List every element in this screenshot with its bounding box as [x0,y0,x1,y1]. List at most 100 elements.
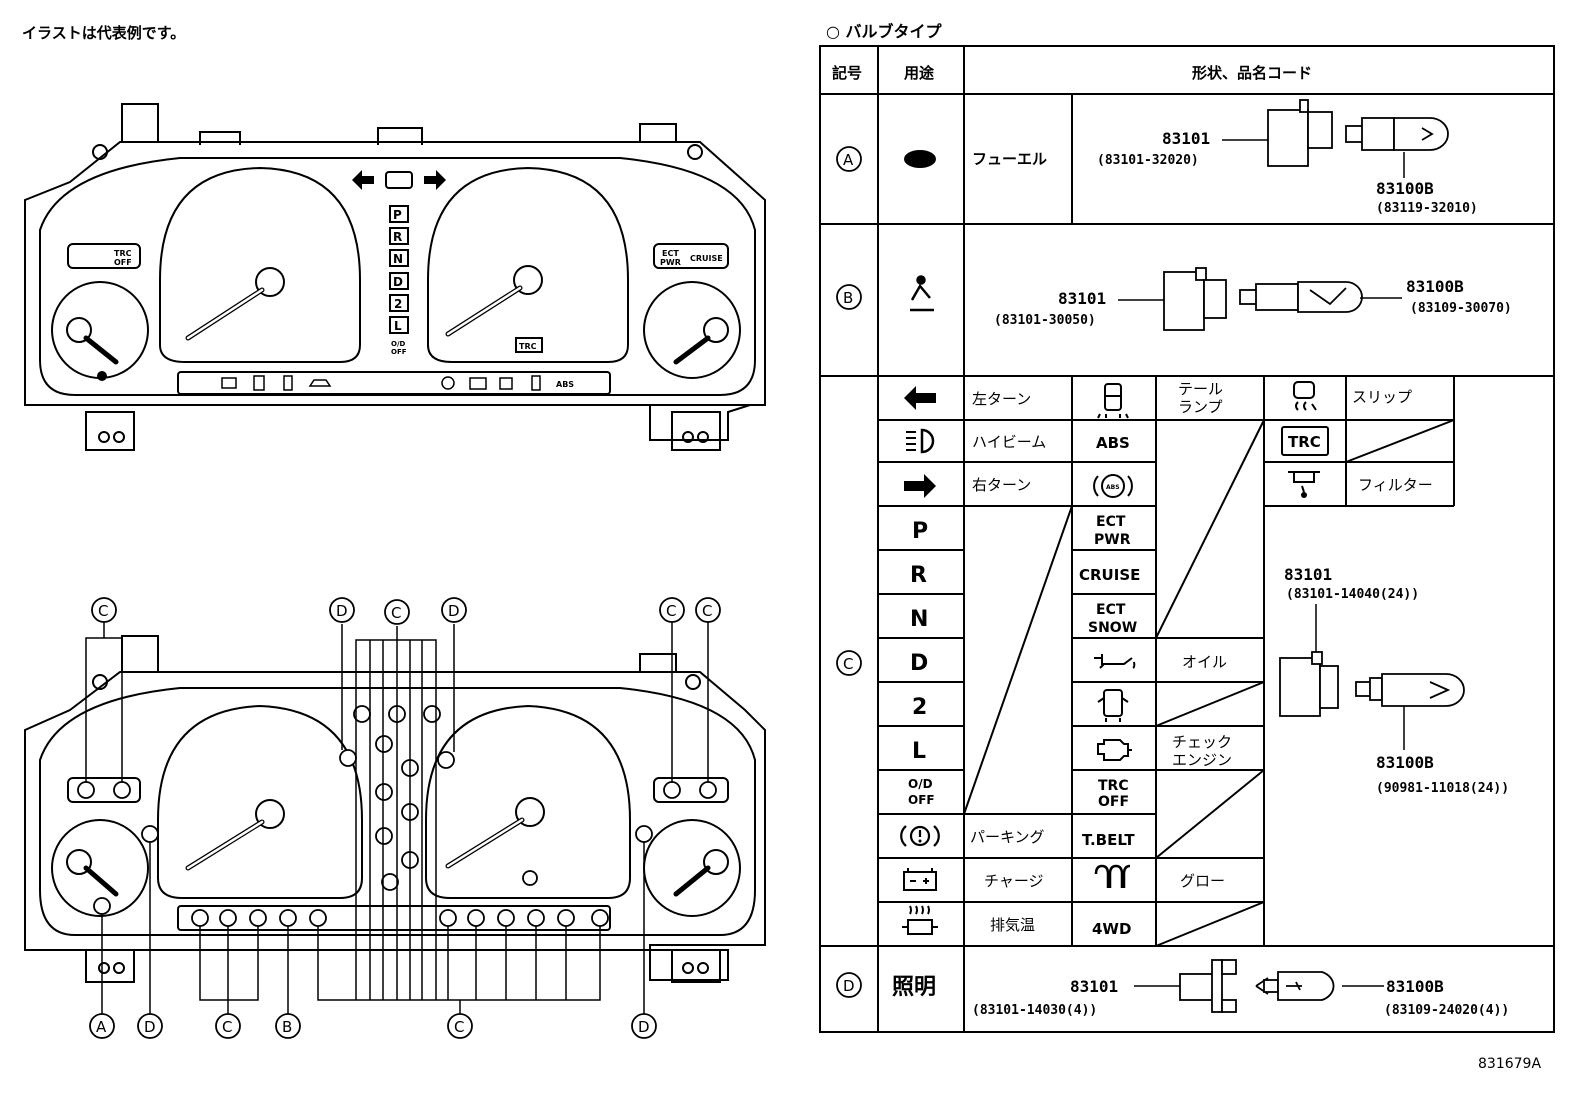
lower-panel-housing [24,671,766,981]
left-turn-icon [904,386,936,410]
bulb-type-title: ○ バルブタイプ [826,22,942,41]
row-d-symbol: D [843,977,855,995]
header-usage: 用途 [904,64,935,82]
callout-a: A [96,1018,107,1036]
callout-c-4: C [702,602,712,620]
row-b-bulb: 83100B [1406,277,1464,296]
callout-c-1: C [98,602,108,620]
top-right-tab [639,123,677,142]
row-c-bulb-code: (90981-11018(24)) [1376,781,1509,796]
upper-instrument-panel: TRC OFF ECT PWR CRUISE P R N D 2 L O/D O… [24,103,766,451]
gear-off: OFF [908,793,935,807]
row-d-socket-code: (83101-14030(4)) [972,1003,1097,1018]
parking-brake-icon [900,825,940,847]
upper-off-text: OFF [391,348,407,356]
glow-plug-icon [1094,864,1131,888]
bottom-left-tab [85,411,135,451]
label-4wd: 4WD [1092,920,1131,938]
upper-trc-off-text-1: TRC [114,249,132,258]
row-c-socket-code: (83101-14040(24)) [1286,587,1419,602]
upper-gear-l: L [394,319,402,333]
gear-2: 2 [912,695,927,720]
check-engine-icon-table [1097,739,1132,761]
label-trc-off: OFF [1098,794,1129,810]
row-b-symbol: B [843,289,853,307]
callout-c-2: C [391,604,401,622]
label-snow: SNOW [1088,620,1137,636]
gear-n: N [910,607,928,632]
callout-d-2: D [448,602,460,620]
row-c-socket: 83101 [1284,565,1332,584]
label-cruise: CRUISE [1079,566,1140,584]
speedometer-hub [255,267,285,297]
bottom-right-tab [671,411,721,451]
seatbelt-icon [283,375,293,391]
upper-trc-text: TRC [519,342,537,351]
label-trc: TRC [1098,778,1129,794]
row-b-socket-shape [1163,267,1227,331]
label-ect-1: ECT [1096,514,1126,530]
trc-off-box [67,243,141,269]
upper-gear-p: P [393,208,402,222]
row-c-socket-shape [1279,651,1339,717]
upper-gear-n: N [393,252,403,266]
right-turn-arrow-icon [424,170,446,190]
abs-warning-icon [1093,474,1133,498]
row-b-bulb-code: (83109-30070) [1410,301,1512,316]
tachometer-hub [513,265,543,295]
label-tbelt: T.BELT [1082,831,1135,849]
callout-c-6: C [454,1018,464,1036]
panel-housing [24,141,766,441]
label-lamp: ランプ [1178,398,1223,416]
row-d-bulb: 83100B [1386,977,1444,996]
check-engine-icon [221,377,237,389]
left-turn-arrow-icon [352,170,374,190]
label-check: チェック [1172,733,1232,751]
row-b-bulb-shape [1239,281,1363,313]
gear-od: O/D [908,777,933,791]
brake-icon [441,376,455,390]
row-a-symbol: A [843,151,854,169]
warning-light-strip [177,371,611,395]
upper-gear-d: D [393,275,403,289]
oil-icon [308,379,332,387]
gear-r: R [910,563,927,588]
label-trc-col4: TRC [1288,433,1321,451]
ect-cruise-box [653,243,729,269]
door-icon [253,375,265,391]
row-a-bulb: 83100B [1376,179,1434,198]
upper-cruise-text: CRUISE [690,254,723,263]
row-a-socket: 83101 [1162,129,1210,148]
gear-l: L [912,739,926,764]
label-parking: パーキング [970,828,1045,846]
row-d-socket: 83101 [1070,977,1118,996]
lower-instrument-panel: C D C D C C A D C B C D [24,597,766,1039]
upper-ect-text: ECT [662,249,679,258]
row-a-usage: フューエル [972,150,1047,168]
exhaust-temp-icon [902,905,938,935]
upper-od-text: O/D [391,340,406,348]
row-b-socket: 83101 [1058,289,1106,308]
tachometer [427,166,629,363]
label-ect-2: ECT [1096,602,1126,618]
temp-gauge [643,281,741,379]
callout-d-4: D [638,1018,650,1036]
row-c-bulb-shape [1355,673,1465,707]
row-d-usage: 照明 [892,975,936,1000]
label-high-beam: ハイビーム [972,433,1046,451]
slip-indicator-icon [1293,381,1317,411]
gear-p: P [912,519,928,544]
bulb-type-title-text: バルブタイプ [845,22,942,41]
header-symbol: 記号 [832,64,862,82]
trc-indicator-box [1281,426,1329,456]
speedometer [159,166,361,363]
high-beam-icon [385,171,413,189]
row-a-bulb-code: (83119-32010) [1376,201,1478,216]
tail-lamp-icon [531,375,541,391]
charge-icon-table [903,868,937,891]
label-pwr: PWR [1094,532,1131,548]
label-slip: スリップ [1352,388,1412,406]
upper-pwr-text: PWR [660,258,681,267]
row-d-bulb-code: (83109-24020(4)) [1384,1003,1509,1018]
